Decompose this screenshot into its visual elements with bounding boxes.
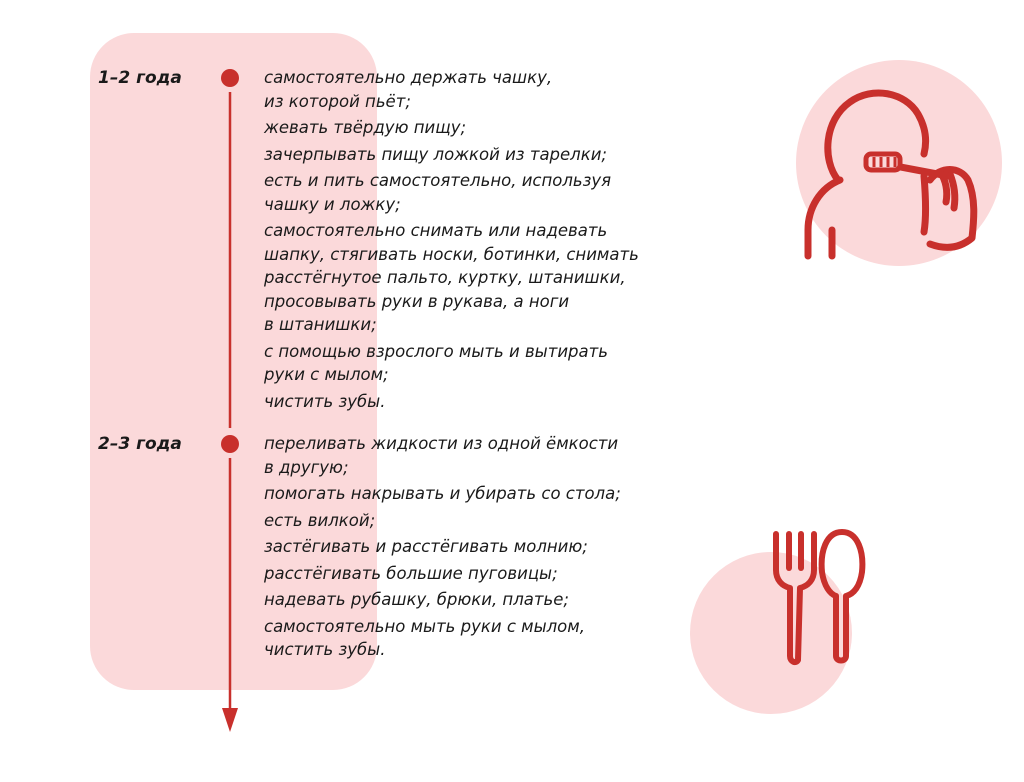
skills-list-1-2: самостоятельно держать чашку, из которой…	[264, 66, 704, 416]
age-label-1-2: 1–2 года	[98, 68, 182, 88]
skill-item: самостоятельно снимать или надевать шапк…	[264, 221, 639, 334]
skill-item: самостоятельно мыть руки с мылом, чистит…	[264, 616, 585, 660]
skill-item: зачерпывать пищу ложкой из тарелки;	[264, 144, 607, 164]
timeline-background-panel	[90, 33, 377, 690]
timeline-arrow-head	[222, 708, 238, 732]
skill-item: переливать жидкости из одной ёмкости в д…	[264, 434, 619, 477]
skill-item: надевать рубашку, брюки, платье;	[264, 590, 569, 609]
skill-item: чистить зубы.	[264, 391, 386, 411]
skill-item: с помощью взрослого мыть и вытирать руки…	[264, 341, 608, 385]
age-label-2-3: 2–3 года	[98, 434, 182, 454]
skill-item: жевать твёрдую пищу;	[264, 118, 467, 137]
fork-spoon-icon	[773, 529, 866, 666]
skill-item: есть и пить самостоятельно, используя ча…	[264, 171, 612, 214]
child-toothbrush-icon	[804, 89, 978, 260]
skills-list-2-3: переливать жидкости из одной ёмкости в д…	[264, 432, 704, 665]
skill-item: застёгивать и расстёгивать молнию;	[264, 537, 588, 556]
skill-item: расстёгивать большие пуговицы;	[264, 563, 558, 583]
skill-item: помогать накрывать и убирать со стола;	[264, 484, 621, 503]
skill-item: есть вилкой;	[264, 510, 376, 530]
skill-item: самостоятельно держать чашку, из которой…	[264, 68, 553, 111]
